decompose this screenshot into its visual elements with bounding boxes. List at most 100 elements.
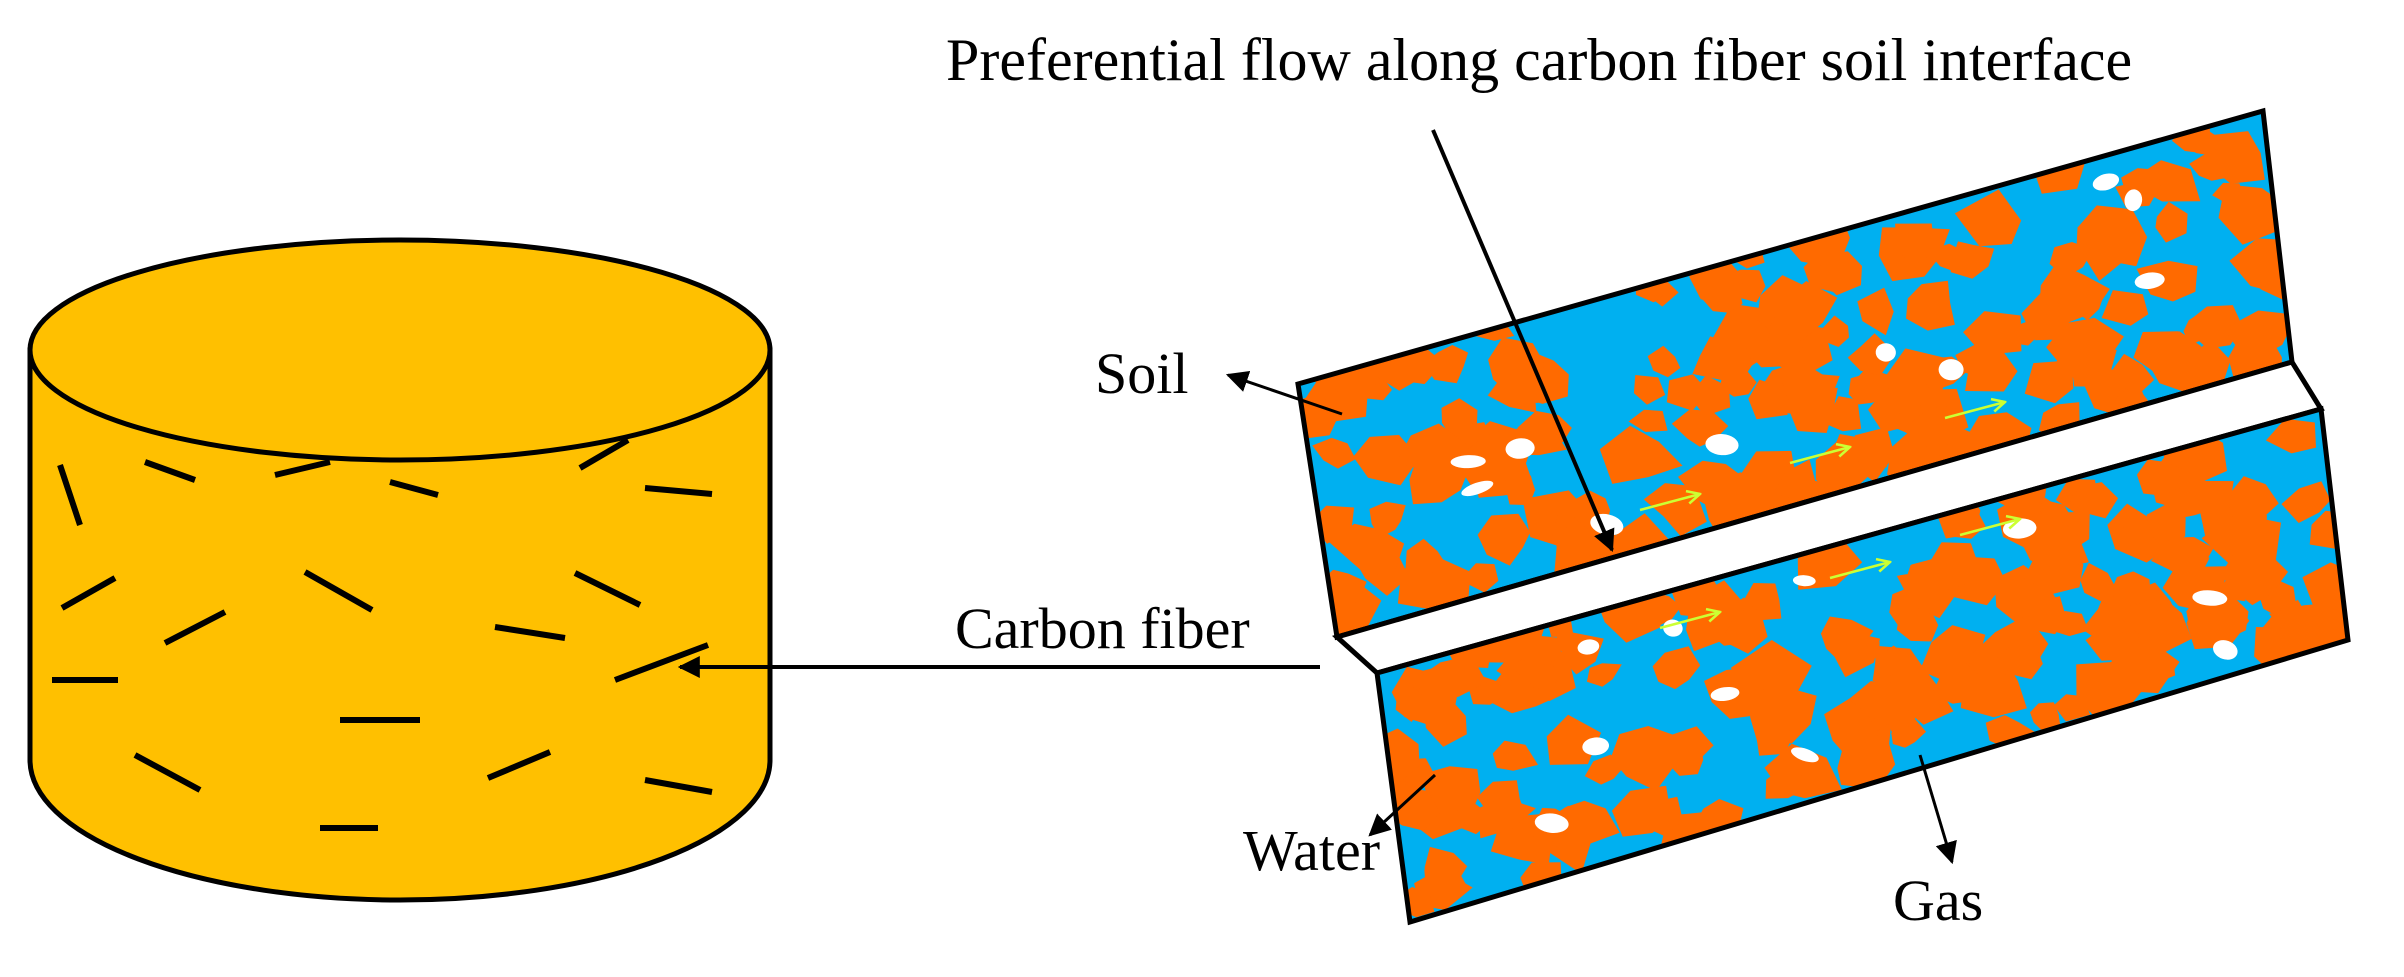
carbon-fiber-label: Carbon fiber (955, 596, 1250, 661)
soil-particle (2030, 702, 2061, 732)
flow-arrow (1944, 402, 2005, 420)
gas-bubble (2134, 272, 2165, 289)
soil-particle (1857, 287, 1894, 336)
gas-bubble (1534, 813, 1569, 834)
soil-particle (1748, 379, 1788, 420)
soil-particle (2065, 284, 2104, 321)
soil-particle (1996, 642, 2043, 680)
soil-particle (2101, 290, 2149, 326)
lower-soil-band (1374, 405, 2351, 926)
soil-particle (2133, 331, 2184, 374)
gas-bubble (1450, 455, 1486, 469)
soil-particle (2185, 339, 2231, 388)
soil-particle (2155, 201, 2188, 243)
soil-particle (2111, 353, 2155, 396)
soil-particle (1896, 606, 1939, 642)
soil-particle (1850, 731, 1896, 788)
soil-particle (1848, 372, 1888, 405)
soil-particle (1477, 513, 1531, 566)
soil-particle (1638, 796, 1683, 836)
fiber (613, 642, 710, 683)
soil-particle (1329, 523, 1405, 578)
soil-particles-lower (1377, 418, 2348, 918)
soil-particle (2136, 459, 2182, 497)
gas-bubble (1705, 434, 1739, 456)
soil-particle (1826, 396, 1862, 432)
soil-particle (2068, 482, 2119, 519)
soil-particle (1689, 375, 1731, 417)
soil-particle (1665, 726, 1714, 764)
soil-section (1295, 107, 2351, 926)
soil-particle (1492, 740, 1539, 771)
soil-particle (1424, 866, 1469, 906)
fiber (486, 749, 552, 781)
fiber (274, 459, 331, 478)
soil-particle (1702, 282, 1743, 313)
soil-particle (1911, 404, 1955, 450)
fiber (133, 752, 202, 793)
soil-particle (1369, 501, 1406, 538)
fiber (573, 570, 642, 608)
soil-particle (1906, 280, 1955, 331)
gas-label: Gas (1893, 868, 1983, 933)
soil-particle (2136, 260, 2198, 302)
cylinder-body (27, 347, 773, 903)
soil-particle (2281, 481, 2331, 523)
gas-bubble (1938, 359, 1964, 381)
soil-particle (1584, 754, 1624, 785)
soil-particle (2189, 480, 2234, 519)
soil-particle (2220, 574, 2246, 602)
soil-label: Soil (1095, 341, 1189, 406)
gas-pointer (1918, 754, 1957, 865)
soil-particle (2229, 476, 2279, 522)
soil-particle (2189, 147, 2229, 181)
soil-particle (1647, 345, 1681, 378)
fiber (389, 479, 439, 498)
flow-arrow (1659, 612, 1720, 630)
soil-particle (1847, 333, 1891, 376)
gas-bubble (1875, 343, 1896, 362)
soil-particle (1423, 701, 1467, 747)
soil-particle (1312, 437, 1356, 469)
soil-particle (1599, 425, 1683, 484)
gas-bubble (1792, 575, 1816, 587)
flow-arrow (1789, 447, 1850, 465)
soil-particle (1965, 351, 2018, 392)
soil-particle (1823, 315, 1849, 347)
soil-particle (1789, 387, 1838, 433)
soil-pointer (1225, 371, 1343, 416)
soil-particle (1628, 409, 1668, 432)
pointer-arrows (677, 129, 1957, 865)
gas-bubble (2192, 590, 2228, 606)
soil-particle (1678, 460, 1746, 513)
soil-specimen-cylinder (27, 237, 773, 903)
soil-particle (1895, 223, 1935, 268)
soil-particle (1353, 434, 1420, 486)
fiber (578, 437, 630, 471)
fiber (644, 485, 713, 497)
fiber (57, 464, 83, 526)
soil-particle (1734, 319, 1771, 349)
soil-particle (1954, 189, 2022, 247)
soil-particle (2218, 184, 2284, 245)
soil-particle (2054, 340, 2117, 383)
soil-particle (2024, 360, 2074, 404)
soil-particle (1830, 632, 1881, 678)
soil-particle (1765, 769, 1806, 799)
soil-particle (1418, 655, 1487, 703)
soil-particle (2026, 596, 2067, 635)
soil-particle (2269, 601, 2347, 657)
soil-particle (1756, 718, 1793, 756)
flow-arrow (1959, 519, 2020, 537)
gas-bubble (1710, 686, 1740, 702)
soil-particle (1487, 371, 1537, 413)
gas-bubble (1461, 480, 1494, 497)
carbon-fibers (52, 437, 713, 831)
title-label: Preferential flow along carbon fiber soi… (946, 27, 2132, 93)
soil-particle (1395, 681, 1422, 722)
fiber (303, 569, 374, 613)
soil-particle (1466, 563, 1499, 593)
interface-pointer (1431, 129, 1615, 553)
soil-particle (2076, 205, 2148, 267)
gas-bubble (2092, 173, 2120, 191)
